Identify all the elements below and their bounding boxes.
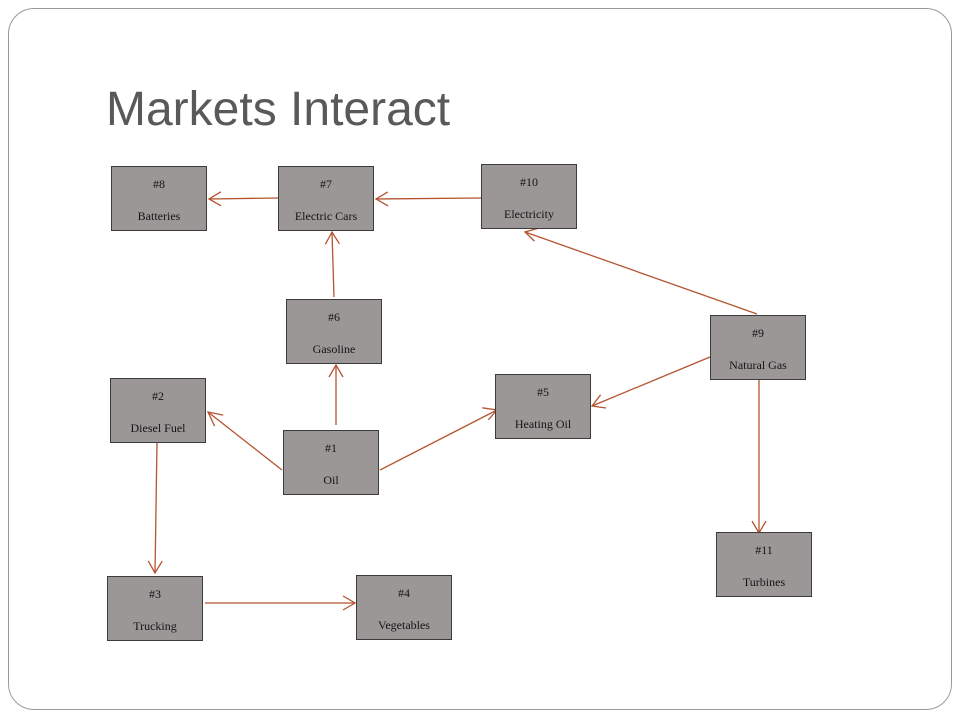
node-electricity: #10 Electricity <box>481 164 577 229</box>
node-number: #6 <box>328 310 340 324</box>
node-label: Trucking <box>133 619 177 633</box>
edge-oil-to-diesel-fuel <box>206 411 283 471</box>
node-number: #4 <box>398 586 410 600</box>
node-natural-gas: #9 Natural Gas <box>710 315 806 380</box>
node-number: #9 <box>752 326 764 340</box>
node-label: Electricity <box>504 207 554 221</box>
node-number: #3 <box>149 587 161 601</box>
node-label: Natural Gas <box>729 358 787 372</box>
node-label: Diesel Fuel <box>130 421 186 435</box>
node-number: #10 <box>520 175 538 189</box>
edge-gasoline-to-electric-cars <box>324 230 340 298</box>
node-vegetables: #4 Vegetables <box>356 575 452 640</box>
node-label: Vegetables <box>378 618 430 632</box>
node-turbines: #11 Turbines <box>716 532 812 597</box>
node-label: Batteries <box>137 209 181 223</box>
node-diesel-fuel: #2 Diesel Fuel <box>110 378 206 443</box>
node-number: #5 <box>537 385 549 399</box>
node-number: #8 <box>153 177 165 191</box>
edge-diesel-fuel-to-trucking <box>147 442 163 575</box>
node-heating-oil: #5 Heating Oil <box>495 374 591 439</box>
node-oil: #1 Oil <box>283 430 379 495</box>
edge-electricity-to-electric-cars <box>374 191 482 207</box>
node-label: Turbines <box>742 575 786 589</box>
node-label: Gasoline <box>312 342 356 356</box>
edge-natural-gas-to-electricity <box>523 227 758 315</box>
edge-electric-cars-to-batteries <box>207 191 279 207</box>
node-number: #2 <box>152 389 164 403</box>
edge-natural-gas-to-heating-oil <box>590 356 711 409</box>
edge-oil-to-heating-oil <box>379 407 499 471</box>
node-number: #1 <box>325 441 337 455</box>
node-batteries: #8 Batteries <box>111 166 207 231</box>
node-label: Electric Cars <box>294 209 358 223</box>
node-label: Oil <box>323 473 339 487</box>
node-electric-cars: #7 Electric Cars <box>278 166 374 231</box>
slide-title: Markets Interact <box>106 83 451 136</box>
node-number: #7 <box>320 177 332 191</box>
edge-natural-gas-to-turbines <box>751 379 767 535</box>
edge-trucking-to-vegetables <box>205 595 357 611</box>
node-gasoline: #6 Gasoline <box>286 299 382 364</box>
node-number: #11 <box>755 543 773 557</box>
node-label: Heating Oil <box>514 417 572 431</box>
node-trucking: #3 Trucking <box>107 576 203 641</box>
edge-oil-to-gasoline <box>328 363 344 425</box>
